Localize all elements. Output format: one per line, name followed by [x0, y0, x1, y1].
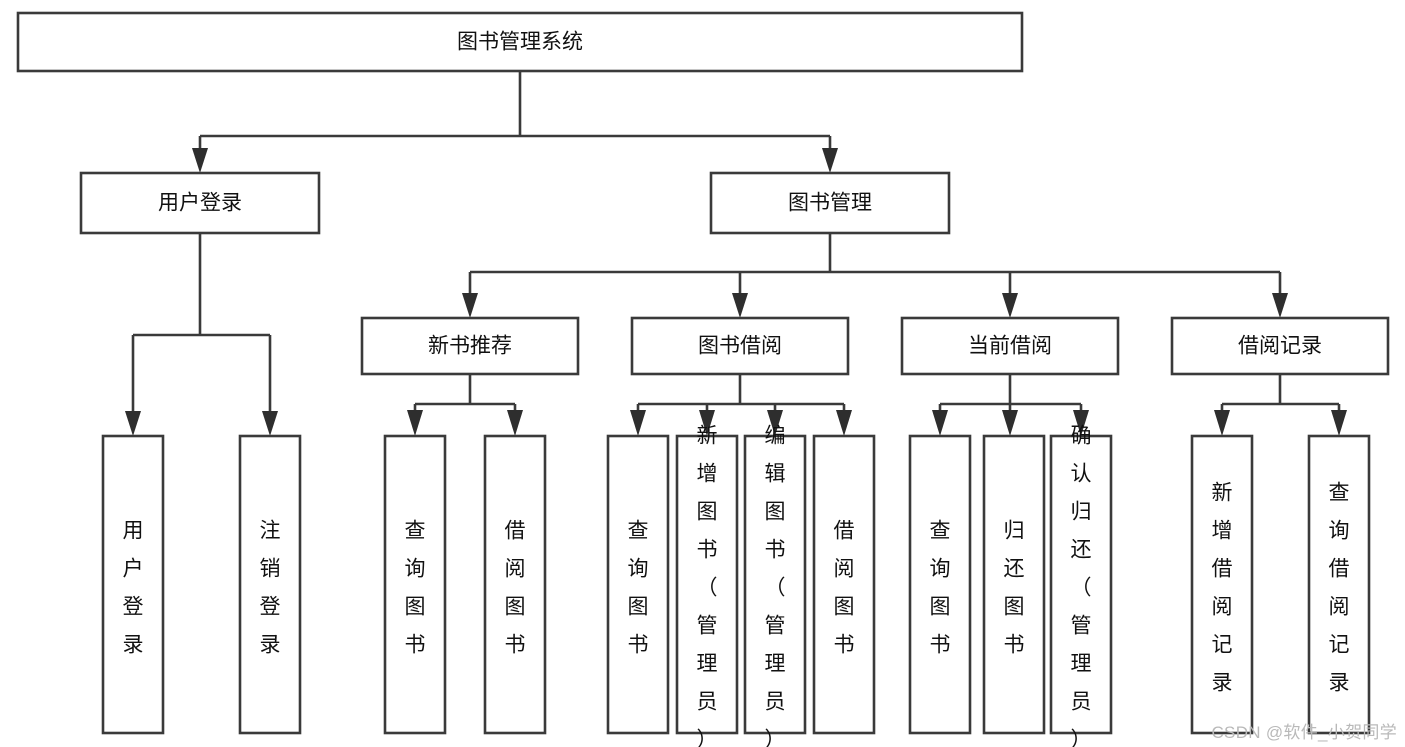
arrow-book-borrow-to-add-book: [699, 410, 715, 436]
node-leaf-return-book-box[interactable]: [982, 434, 1046, 735]
node-root-box[interactable]: [16, 11, 1024, 73]
node-leaf-query-book-1-label: 查询图书: [405, 520, 426, 657]
arrow-root-to-user-login: [192, 148, 208, 173]
node-current-borrow-box[interactable]: [900, 316, 1120, 376]
node-leaf-query-book-3-label: 查询图书: [930, 520, 951, 657]
node-leaf-user-login[interactable]: 用户登录: [101, 434, 165, 735]
node-leaf-add-book[interactable]: 新增图书（管理员）: [675, 425, 739, 747]
arrow-user-login-to-leaf2: [262, 411, 278, 436]
node-leaf-return-book-label: 归还图书: [1004, 520, 1025, 657]
node-leaf-user-logout-box[interactable]: [238, 434, 302, 735]
node-borrow-record-label: 借阅记录: [1238, 335, 1322, 358]
node-new-book-rec-box[interactable]: [360, 316, 580, 376]
arrow-new-book-rec-to-borrow-book: [507, 410, 523, 436]
node-user-login-box[interactable]: [79, 171, 321, 235]
node-leaf-borrow-book-1-label: 借阅图书: [505, 520, 526, 657]
node-leaf-add-book-box[interactable]: [675, 434, 739, 735]
node-current-borrow[interactable]: 当前借阅: [900, 316, 1120, 376]
node-new-book-rec[interactable]: 新书推荐: [360, 316, 580, 376]
arrow-borrow-record-to-query-record: [1331, 410, 1347, 436]
node-book-borrow[interactable]: 图书借阅: [630, 316, 850, 376]
node-leaf-borrow-book-2-label: 借阅图书: [834, 520, 855, 657]
connector-root-bus: [198, 134, 832, 160]
node-book-manage[interactable]: 图书管理: [709, 171, 951, 235]
node-leaf-confirm-return-box[interactable]: [1049, 434, 1113, 735]
arrow-book-manage-to-current-borrow: [1002, 293, 1018, 318]
arrow-book-borrow-to-borrow-book: [836, 410, 852, 436]
node-leaf-user-login-label: 用户登录: [123, 520, 144, 657]
node-leaf-edit-book-label: 编辑图书（管理员）: [765, 425, 786, 747]
arrow-root-to-book-manage: [822, 148, 838, 173]
connector-new-book-rec-bus: [413, 402, 517, 416]
node-root-label: 图书管理系统: [457, 31, 583, 54]
node-leaf-add-record[interactable]: 新增借阅记录: [1190, 434, 1254, 735]
node-user-login-label: 用户登录: [158, 192, 242, 215]
leaf-layer: 用户登录 注销登录 查询图书 借阅图书 查询图书 新增图书（管理员）: [101, 425, 1371, 747]
node-root[interactable]: 图书管理系统: [16, 11, 1024, 73]
node-leaf-query-book-1[interactable]: 查询图书: [383, 434, 447, 735]
node-current-borrow-label: 当前借阅: [968, 335, 1052, 358]
node-leaf-borrow-book-2-box[interactable]: [812, 434, 876, 735]
node-leaf-query-book-3[interactable]: 查询图书: [908, 434, 972, 735]
connector-layer: [125, 71, 1347, 436]
node-leaf-query-record-box[interactable]: [1307, 434, 1371, 735]
node-leaf-return-book[interactable]: 归还图书: [982, 434, 1046, 735]
node-leaf-query-book-3-box[interactable]: [908, 434, 972, 735]
node-book-manage-box[interactable]: [709, 171, 951, 235]
connector-book-manage-bus: [468, 270, 1282, 305]
node-borrow-record-box[interactable]: [1170, 316, 1390, 376]
arrow-new-book-rec-to-query-book: [407, 410, 423, 436]
node-leaf-user-login-box[interactable]: [101, 434, 165, 735]
node-user-login[interactable]: 用户登录: [79, 171, 321, 235]
node-leaf-add-record-box[interactable]: [1190, 434, 1254, 735]
node-new-book-rec-label: 新书推荐: [428, 335, 512, 358]
node-leaf-edit-book[interactable]: 编辑图书（管理员）: [743, 425, 807, 747]
node-leaf-query-record-label: 查询借阅记录: [1329, 482, 1350, 695]
node-leaf-user-logout[interactable]: 注销登录: [238, 434, 302, 735]
node-leaf-user-logout-label: 注销登录: [260, 520, 281, 657]
node-book-borrow-box[interactable]: [630, 316, 850, 376]
connector-borrow-record-bus: [1220, 402, 1341, 416]
node-borrow-record[interactable]: 借阅记录: [1170, 316, 1390, 376]
node-leaf-borrow-book-1[interactable]: 借阅图书: [483, 434, 547, 735]
node-leaf-query-book-2-label: 查询图书: [628, 520, 649, 657]
arrow-borrow-record-to-add-record: [1214, 410, 1230, 436]
connector-book-borrow-bus: [636, 402, 846, 416]
node-leaf-borrow-book-1-box[interactable]: [483, 434, 547, 735]
node-leaf-query-record[interactable]: 查询借阅记录: [1307, 434, 1371, 735]
arrow-user-login-to-leaf1: [125, 411, 141, 436]
node-leaf-query-book-2-box[interactable]: [606, 434, 670, 735]
arrow-book-manage-to-borrow-record: [1272, 293, 1288, 318]
node-book-borrow-label: 图书借阅: [698, 335, 782, 358]
arrow-book-manage-to-new-book-rec: [462, 293, 478, 318]
node-leaf-add-book-label: 新增图书（管理员）: [697, 425, 718, 747]
arrow-current-borrow-to-confirm-return: [1073, 410, 1089, 436]
arrow-book-borrow-to-query-book: [630, 410, 646, 436]
node-leaf-edit-book-box[interactable]: [743, 434, 807, 735]
node-leaf-confirm-return[interactable]: 确认归还（管理员）: [1049, 425, 1113, 747]
node-leaf-borrow-book-2[interactable]: 借阅图书: [812, 434, 876, 735]
node-leaf-add-record-label: 新增借阅记录: [1212, 482, 1233, 695]
node-leaf-query-book-1-box[interactable]: [383, 434, 447, 735]
node-leaf-query-book-2[interactable]: 查询图书: [606, 434, 670, 735]
arrow-current-borrow-to-return-book: [1002, 410, 1018, 436]
node-leaf-confirm-return-label: 确认归还（管理员）: [1071, 425, 1092, 747]
arrow-book-manage-to-book-borrow: [732, 293, 748, 318]
node-book-manage-label: 图书管理: [788, 192, 872, 215]
arrow-current-borrow-to-query-book: [932, 410, 948, 436]
arrow-book-borrow-to-edit-book: [767, 410, 783, 436]
connector-user-login-bus: [131, 333, 272, 423]
